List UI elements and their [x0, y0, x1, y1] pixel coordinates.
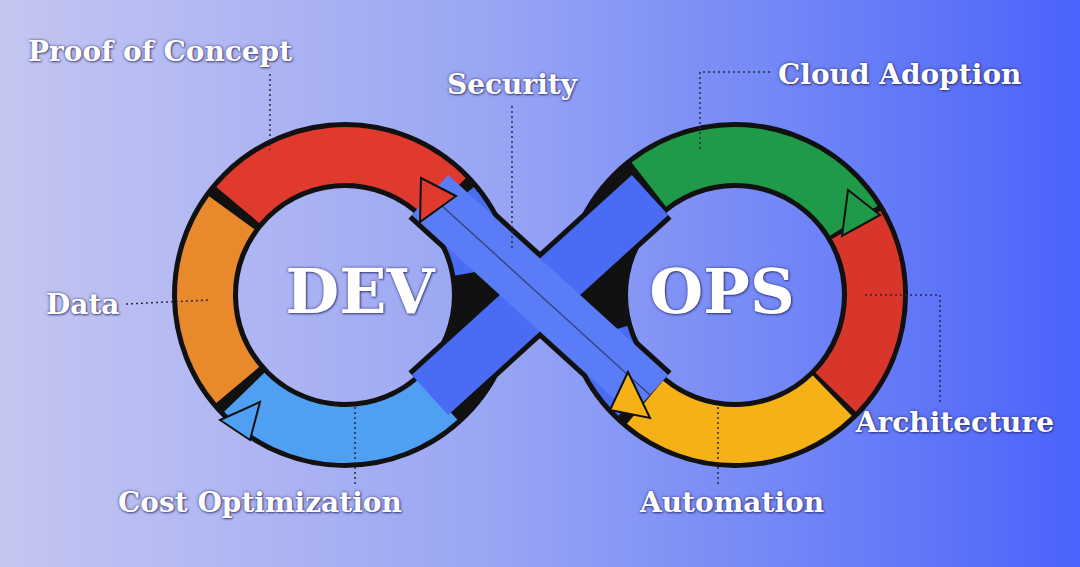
- loop-title: OPS: [649, 256, 794, 327]
- callout-label: Cost Optimization: [118, 487, 402, 519]
- cross-band-border: [430, 195, 650, 395]
- cross-band: [430, 195, 650, 395]
- leader-line: [269, 74, 271, 150]
- cross-band: [430, 195, 650, 395]
- blue-segment: [148, 98, 542, 492]
- arrow-head: [220, 402, 260, 440]
- leader-line: [700, 72, 770, 150]
- callout-label: Data: [46, 289, 120, 321]
- callout-label: Automation: [640, 487, 824, 519]
- red-segment: [148, 98, 542, 492]
- leader-line: [126, 300, 210, 304]
- arrow-head: [420, 178, 456, 222]
- callout-label: Cloud Adoption: [778, 59, 1021, 91]
- callout-label: Architecture: [856, 407, 1054, 439]
- cross-band-edge: [430, 195, 650, 395]
- arrow-head: [610, 372, 650, 418]
- loop-title: DEV: [285, 256, 434, 327]
- leader-line: [865, 295, 940, 404]
- callout-label: Security: [447, 69, 577, 101]
- arrow-head: [842, 190, 880, 236]
- callout-label: Proof of Concept: [28, 36, 292, 68]
- cross-band-border: [430, 195, 650, 395]
- leader-line: [717, 405, 719, 484]
- light-blue-segment: [147, 97, 542, 492]
- leader-line: [354, 405, 356, 484]
- orange-segment: [148, 98, 542, 492]
- leader-line: [511, 106, 513, 250]
